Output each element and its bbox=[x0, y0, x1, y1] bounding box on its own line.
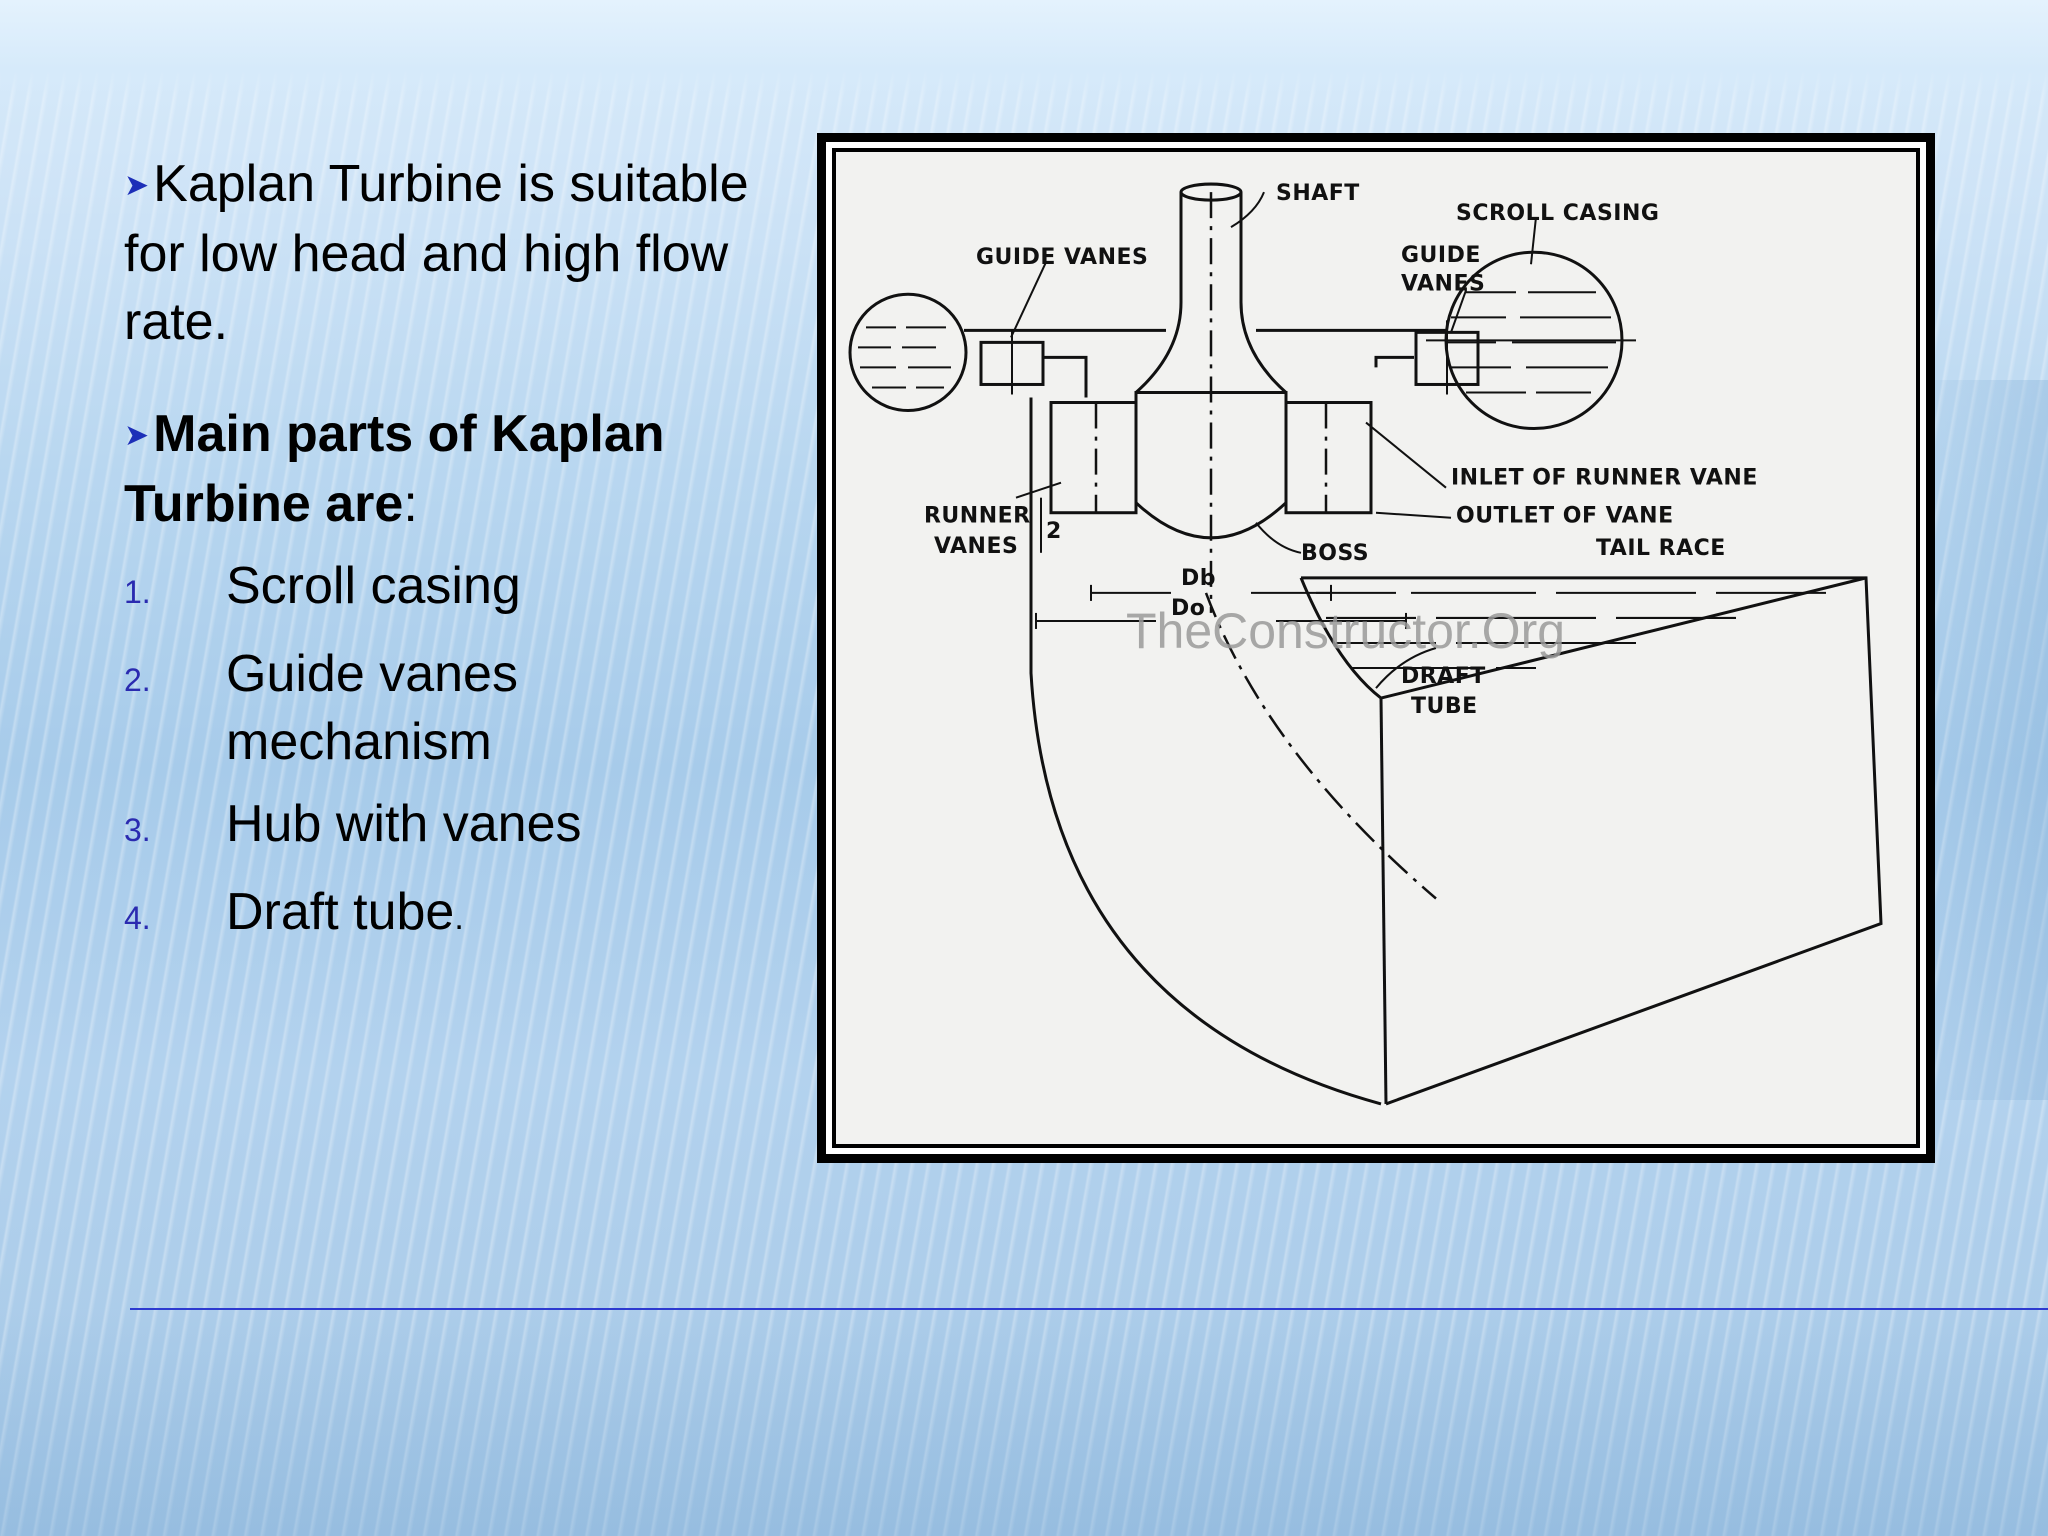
label-inlet: INLET OF RUNNER VANE bbox=[1451, 466, 1758, 491]
dimension-lines bbox=[1035, 497, 1407, 629]
background-bottom-fade bbox=[0, 1306, 2048, 1536]
background-top-band bbox=[0, 0, 2048, 100]
bullet-suitability: ➤Kaplan Turbine is suitable for low head… bbox=[124, 150, 764, 356]
label-runner-vanes-1: RUNNER bbox=[924, 504, 1031, 529]
label-guide-vanes-right-2: VANES bbox=[1401, 271, 1485, 296]
label-scroll-casing: SCROLL CASING bbox=[1456, 201, 1659, 226]
parts-list: 1. Scroll casing 2. Guide vanes mechanis… bbox=[124, 552, 764, 952]
leader-lines bbox=[1010, 191, 1537, 689]
label-db: Db bbox=[1181, 566, 1216, 591]
label-tail-race: TAIL RACE bbox=[1596, 536, 1726, 561]
label-guide-vanes-right-1: GUIDE bbox=[1401, 243, 1481, 268]
list-item-label-wrap: Draft tube. bbox=[226, 878, 764, 952]
label-guide-vanes-left: GUIDE VANES bbox=[976, 245, 1148, 270]
list-item-number: 4. bbox=[124, 900, 151, 936]
draft-centerline bbox=[1204, 592, 1437, 900]
list-item-label: Draft tube bbox=[226, 883, 455, 941]
main-parts-colon: : bbox=[403, 475, 418, 533]
list-item-number: 1. bbox=[124, 574, 151, 610]
main-parts-heading: Main parts of Kaplan Turbine are bbox=[124, 405, 665, 533]
label-shaft: SHAFT bbox=[1276, 181, 1360, 206]
list-item: 4. Draft tube. bbox=[124, 878, 764, 952]
label-draft-tube-2: TUBE bbox=[1411, 694, 1478, 719]
label-boss: BOSS bbox=[1301, 541, 1369, 566]
list-item-label: Guide vanes mechanism bbox=[226, 645, 518, 771]
label-draft-tube-1: DRAFT bbox=[1401, 664, 1486, 689]
draft-tube-curve bbox=[1029, 397, 1382, 1106]
list-item-number: 2. bbox=[124, 662, 151, 698]
bullet-suitability-text: Kaplan Turbine is suitable for low head … bbox=[124, 155, 749, 351]
kaplan-diagram-panel: SHAFT SCROLL CASING GUIDE VANES GUIDE VA… bbox=[832, 148, 1920, 1148]
kaplan-turbine-diagram: SHAFT SCROLL CASING GUIDE VANES GUIDE VA… bbox=[848, 181, 1883, 1106]
label-z: 2 bbox=[1046, 519, 1062, 544]
flow-path bbox=[1043, 355, 1414, 398]
shaft bbox=[1135, 182, 1287, 613]
list-item-label: Hub with vanes bbox=[226, 795, 582, 853]
footer-rule bbox=[130, 1308, 2048, 1310]
kaplan-diagram-frame: SHAFT SCROLL CASING GUIDE VANES GUIDE VA… bbox=[817, 133, 1935, 1163]
runner-hub bbox=[1049, 390, 1373, 540]
list-item-label: Scroll casing bbox=[226, 557, 521, 615]
label-outlet: OUTLET OF VANE bbox=[1456, 504, 1674, 529]
bullet-main-parts: ➤Main parts of Kaplan Turbine are: bbox=[124, 400, 764, 538]
tail-race-box bbox=[1299, 576, 1883, 1106]
scroll-casing-left bbox=[848, 292, 968, 413]
list-item: 1. Scroll casing bbox=[124, 552, 764, 626]
watermark: TheConstructor.Org bbox=[1126, 603, 1565, 659]
arrow-bullet-icon: ➤ bbox=[124, 169, 150, 202]
label-do: Do bbox=[1171, 596, 1205, 621]
list-item-number: 3. bbox=[124, 812, 151, 848]
label-runner-vanes-2: VANES bbox=[934, 534, 1018, 559]
kaplan-diagram-mat: SHAFT SCROLL CASING GUIDE VANES GUIDE VA… bbox=[826, 142, 1926, 1154]
arrow-bullet-icon: ➤ bbox=[124, 419, 150, 452]
list-item-suffix: . bbox=[454, 899, 464, 937]
list-item: 3. Hub with vanes bbox=[124, 790, 764, 864]
list-item: 2. Guide vanes mechanism bbox=[124, 640, 764, 776]
slide-text: ➤Kaplan Turbine is suitable for low head… bbox=[124, 150, 764, 966]
